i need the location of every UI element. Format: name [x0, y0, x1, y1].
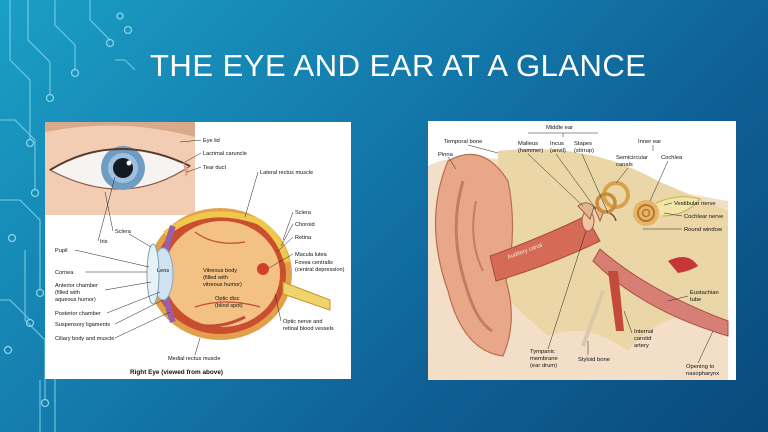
label-middle-ear: Middle ear [546, 125, 573, 131]
label-vitreous-3: vitreous humor) [203, 282, 242, 288]
label-cochlear-nerve: Cochlear nerve [684, 214, 723, 220]
label-malleus-1: Malleus [518, 141, 538, 147]
label-posterior-chamber: Posterior chamber [55, 311, 101, 317]
label-anterior-1: Anterior chamber [55, 283, 98, 289]
label-inner-ear: Inner ear [638, 139, 661, 145]
label-optic-nerve-2: retinal blood vessels [283, 326, 334, 332]
label-semicircular-1: Semicircular [616, 155, 648, 161]
label-opening-2: nasopharynx [686, 371, 719, 377]
ear-anatomy-illustration [428, 149, 729, 380]
label-lens: Lens [157, 268, 169, 274]
label-eustachian-2: tube [690, 297, 701, 303]
label-temporal-bone: Temporal bone [444, 139, 482, 145]
label-macula-lutea: Macula lutea [295, 252, 328, 258]
slide-title: THE EYE AND EAR AT A GLANCE [150, 48, 647, 83]
label-semicircular-2: canals [616, 162, 633, 168]
eye-cross-section [146, 208, 331, 340]
label-stapes-1: Stapes [574, 141, 592, 147]
label-fovea-2: (central depression) [295, 267, 345, 273]
label-stapes-2: (stirrup) [574, 148, 594, 154]
label-cornea: Cornea [55, 270, 74, 276]
label-vitreous-1: Vitreous body [203, 268, 237, 274]
label-anterior-2: (filled with [55, 290, 80, 296]
label-pupil: Pupil [55, 248, 67, 254]
label-lacrimal-caruncle: Lacrimal caruncle [203, 151, 247, 157]
eye-diagram-panel: Eye lid Lacrimal caruncle Tear duct Late… [45, 122, 351, 379]
label-malleus-2: (hammer) [518, 148, 543, 154]
label-cochlea: Cochlea [661, 155, 683, 161]
label-incus-2: (anvil) [550, 148, 566, 154]
label-tympanic-1: Tympanic [530, 349, 555, 355]
label-anterior-3: aqueous humor) [55, 297, 96, 303]
label-iris: Iris [100, 239, 108, 245]
label-eustachian-1: Eustachian [690, 290, 719, 296]
label-optic-nerve-1: Optic nerve and [283, 319, 323, 325]
label-ciliary: Ciliary body and muscle [55, 336, 114, 342]
eye-caption: Right Eye (viewed from above) [130, 369, 223, 376]
label-round-window: Round window [684, 227, 723, 233]
label-eye-lid: Eye lid [203, 138, 220, 144]
label-medial-rectus: Medial rectus muscle [168, 356, 221, 362]
label-internal-carotid-1: Internal [634, 329, 653, 335]
label-internal-carotid-3: artery [634, 343, 649, 349]
label-styloid: Styloid bone [578, 357, 610, 363]
eye-diagram: Eye lid Lacrimal caruncle Tear duct Late… [45, 122, 345, 376]
label-fovea-1: Fovea centralis [295, 260, 333, 266]
label-internal-carotid-2: carotid [634, 336, 651, 342]
label-opening-1: Opening to [686, 364, 714, 370]
label-tear-duct: Tear duct [203, 165, 226, 171]
label-lateral-rectus: Lateral rectus muscle [260, 170, 313, 176]
label-sclera-left: Sclera [115, 229, 132, 235]
label-tympanic-2: membrane [530, 356, 558, 362]
label-vitreous-2: (filled with [203, 275, 228, 281]
label-pinna: Pinna [438, 152, 454, 158]
ear-diagram-panel: Middle ear Inner ear Temporal bone Pinna… [428, 121, 736, 380]
label-suspensory: Suspensory ligaments [55, 322, 110, 328]
label-optic-disc-1: Optic disc [215, 296, 240, 302]
label-choroid: Choroid [295, 222, 315, 228]
label-optic-disc-2: (blind spot) [215, 303, 243, 309]
label-vestibular-nerve: Vestibular nerve [674, 201, 716, 207]
label-sclera-right: Sclera [295, 210, 312, 216]
eye-photo [45, 122, 195, 215]
label-incus-1: Incus [550, 141, 564, 147]
circuit-decoration [0, 0, 136, 432]
label-retina: Retina [295, 235, 312, 241]
label-tympanic-3: (ear drum) [530, 363, 557, 369]
ear-diagram: Middle ear Inner ear Temporal bone Pinna… [428, 125, 729, 380]
